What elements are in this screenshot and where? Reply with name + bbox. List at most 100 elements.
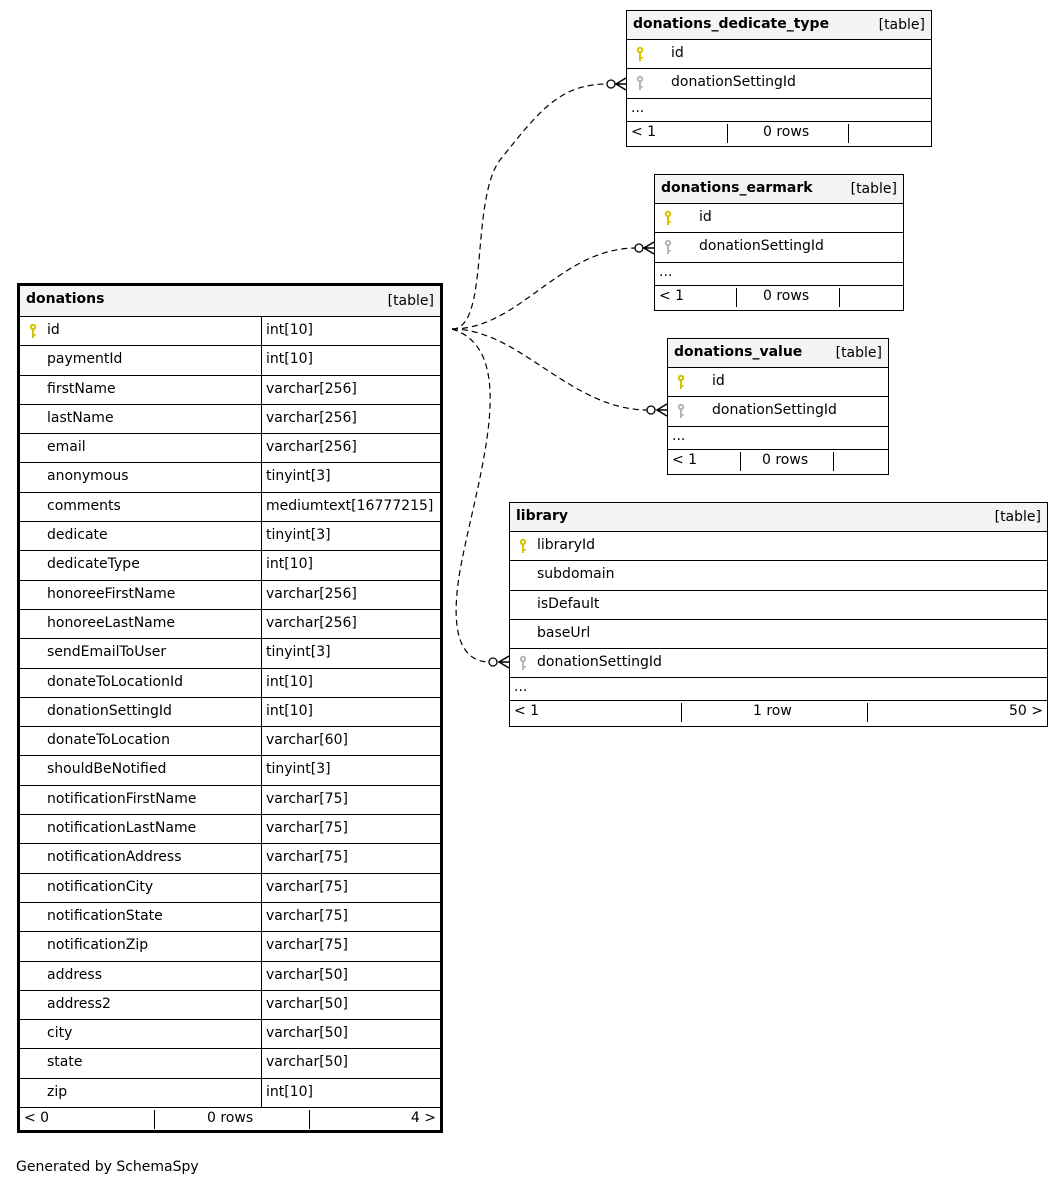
column-name: subdomain <box>537 566 615 583</box>
row-count: 0 rows <box>763 123 810 140</box>
column-type: varchar[75] <box>261 873 348 902</box>
table-kind: [table] <box>878 17 925 33</box>
column-row[interactable]: donationSettingId <box>627 69 931 99</box>
parents-count[interactable]: < 1 <box>631 123 657 140</box>
column-type: varchar[256] <box>261 404 357 434</box>
children-count[interactable]: 50 > <box>1009 703 1043 720</box>
column-name: libraryId <box>537 537 596 553</box>
column-name: city <box>47 1025 73 1042</box>
column-type: varchar[256] <box>261 609 357 639</box>
column-type: varchar[75] <box>261 932 348 961</box>
donations-dedicate-type-table[interactable]: donations_dedicate_type [table] id donation… <box>626 10 932 147</box>
table-footer: < 0 0 rows 4 > <box>20 1108 440 1131</box>
table-name[interactable]: donations_dedicate_type <box>633 16 830 32</box>
donations-value-table[interactable]: donations_value [table] id donationSettingI… <box>667 338 889 475</box>
parents-count[interactable]: < 1 <box>672 451 698 468</box>
link-value <box>451 328 649 411</box>
column-type: varchar[256] <box>261 434 357 463</box>
column-row[interactable]: honoreeLastName varchar[256] <box>20 609 440 640</box>
parents-count[interactable]: < 0 <box>24 1110 50 1127</box>
column-row[interactable]: isDefault <box>510 591 1047 620</box>
column-name: notificationAddress <box>47 849 182 866</box>
column-row[interactable]: libraryId <box>510 532 1047 562</box>
column-row[interactable]: donationSettingId <box>668 397 888 427</box>
column-name: address <box>47 966 103 983</box>
column-name: notificationLastName <box>47 820 197 837</box>
column-name: donationSettingId <box>537 654 662 671</box>
column-name: id <box>671 45 684 61</box>
foreign-key-icon <box>676 403 686 419</box>
column-name: comments <box>47 497 121 514</box>
footer-divider <box>839 287 840 307</box>
column-name: honoreeLastName <box>47 614 176 631</box>
column-row[interactable]: donationSettingId <box>510 649 1047 679</box>
table-name[interactable]: library <box>516 508 569 524</box>
table-header: donations_value [table] <box>668 339 888 368</box>
footer-divider <box>833 451 834 471</box>
column-row[interactable]: id <box>627 40 931 70</box>
column-row[interactable]: id <box>655 204 903 234</box>
crowfoot-value-circle <box>646 405 656 415</box>
column-type: tinyint[3] <box>261 756 331 785</box>
table-name[interactable]: donations_earmark <box>661 180 813 196</box>
column-type: varchar[75] <box>261 815 348 844</box>
column-name: shouldBeNotified <box>47 761 167 778</box>
crowfoot-dedicate-type <box>614 77 627 91</box>
more-columns-ellipsis: ... <box>655 263 903 286</box>
ellipsis-text: ... <box>672 427 686 444</box>
table-kind: [table] <box>994 509 1041 525</box>
row-count: 0 rows <box>763 287 810 304</box>
primary-key-icon <box>635 46 645 62</box>
column-name: paymentId <box>47 351 123 368</box>
parents-count[interactable]: < 1 <box>514 703 540 720</box>
library-table[interactable]: library [table] libraryId subdomain isDefaul… <box>509 502 1048 727</box>
primary-key-icon <box>28 323 38 339</box>
column-name: donationSettingId <box>712 402 837 419</box>
column-row[interactable]: subdomain <box>510 561 1047 591</box>
column-name: donateToLocationId <box>47 673 183 690</box>
table-kind: [table] <box>850 181 897 197</box>
ellipsis-text: ... <box>514 679 528 696</box>
column-row[interactable]: baseUrl <box>510 620 1047 650</box>
table-header: donations [table] <box>20 286 440 317</box>
table-kind: [table] <box>835 345 882 361</box>
children-count[interactable]: 4 > <box>410 1110 436 1127</box>
parents-count[interactable]: < 1 <box>659 287 685 304</box>
column-row[interactable]: id <box>668 368 888 398</box>
column-row[interactable]: shouldBeNotified tinyint[3] <box>20 756 440 786</box>
column-row[interactable]: notificationLastName varchar[75] <box>20 815 440 845</box>
table-name[interactable]: donations_value <box>674 344 803 360</box>
more-columns-ellipsis: ... <box>627 99 931 122</box>
foreign-key-icon <box>518 655 528 671</box>
column-row[interactable]: donationSettingId <box>655 233 903 263</box>
